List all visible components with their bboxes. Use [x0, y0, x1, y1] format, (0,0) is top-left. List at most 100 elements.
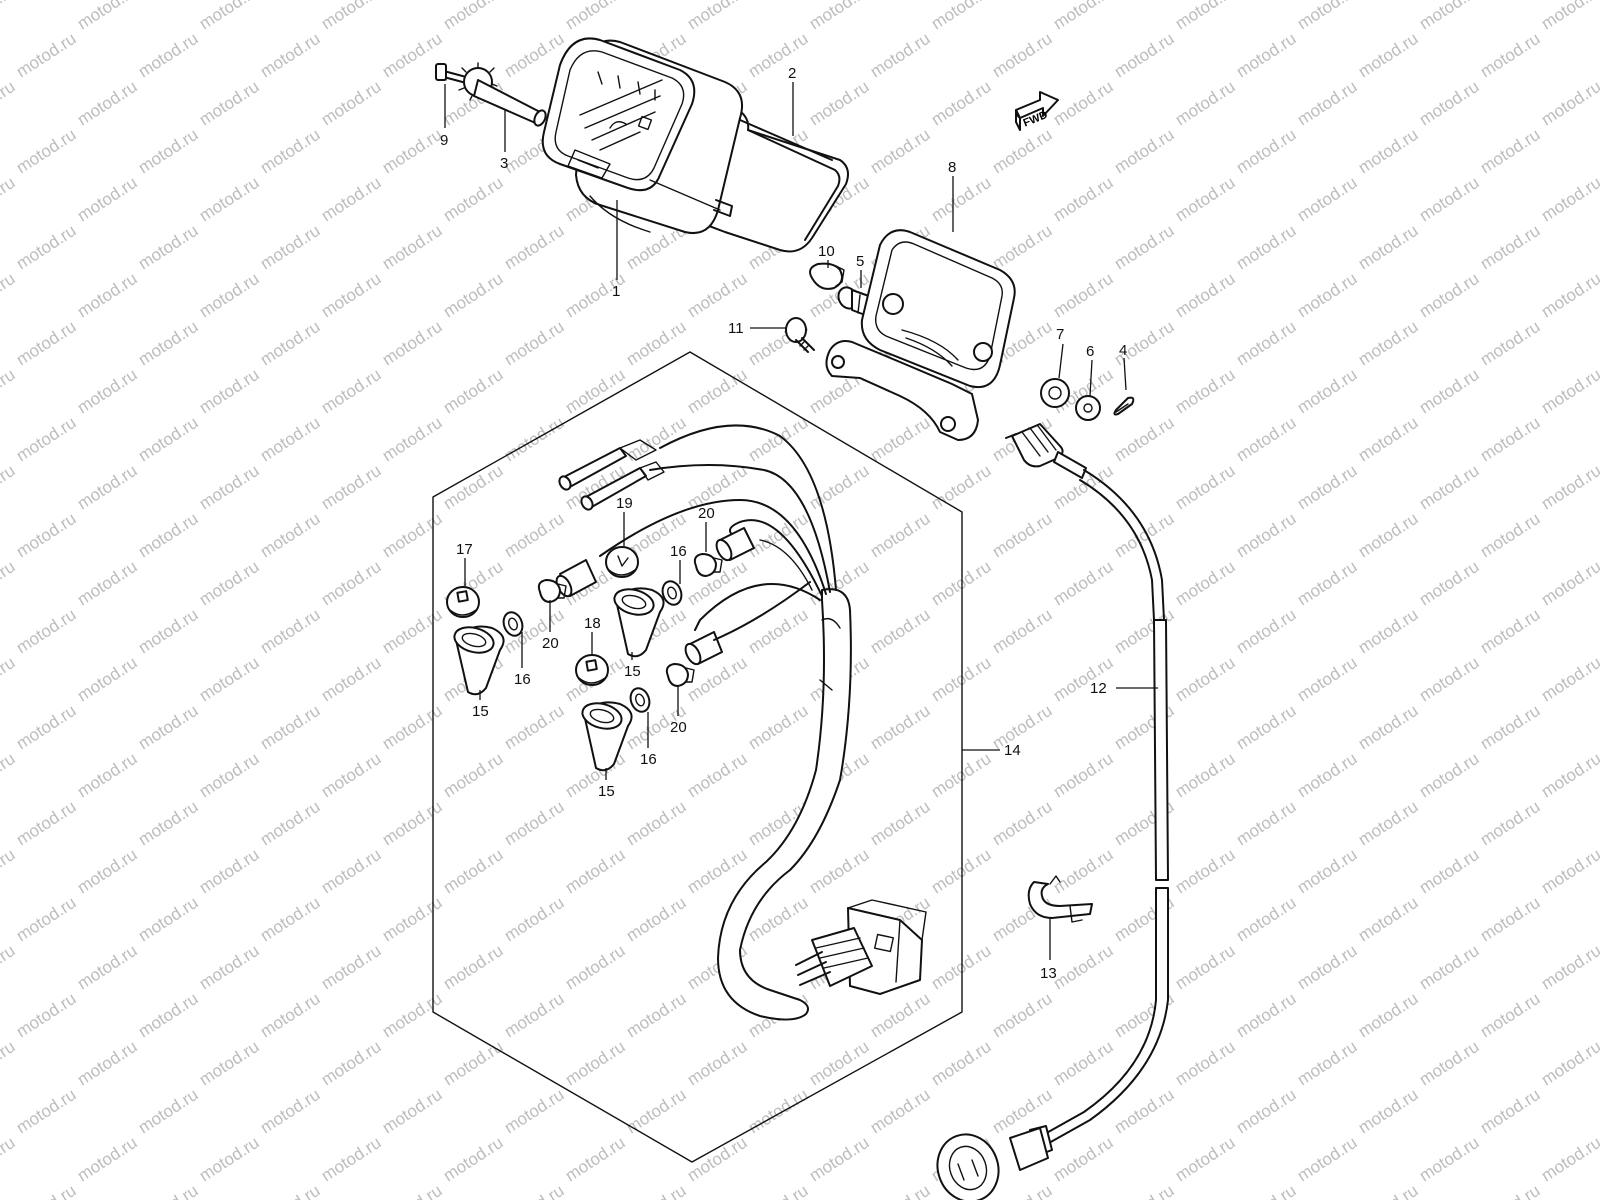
watermark-text: motod.ru [196, 941, 263, 993]
watermark-text: motod.ru [928, 173, 995, 225]
watermark-text: motod.ru [1172, 0, 1239, 33]
watermark-text: motod.ru [1538, 941, 1600, 993]
watermark-text: motod.ru [13, 893, 80, 945]
watermark-text: motod.ru [1294, 1133, 1361, 1185]
watermark-text: motod.ru [196, 461, 263, 513]
watermark-text: motod.ru [318, 557, 385, 609]
callout-4: 4 [1119, 342, 1127, 359]
cap-18 [575, 654, 609, 686]
watermark-text: motod.ru [501, 797, 568, 849]
watermark-text: motod.ru [1416, 0, 1483, 33]
watermark-text: motod.ru [1294, 941, 1361, 993]
callout-labels: 9 3 1 2 8 10 5 11 7 6 4 12 13 14 15 15 1… [440, 65, 1127, 982]
watermark-text: motod.ru [1477, 605, 1544, 657]
watermark-text: motod.ru [989, 125, 1056, 177]
bulb-20c [665, 663, 695, 687]
watermark-text: motod.ru [379, 701, 446, 753]
watermark-text: motod.ru [1172, 749, 1239, 801]
watermark-text: motod.ru [74, 461, 141, 513]
watermark-text: motod.ru [379, 1085, 446, 1137]
watermark-text: motod.ru [257, 413, 324, 465]
watermark-text: motod.ru [440, 269, 507, 321]
callout-7: 7 [1056, 326, 1064, 343]
callout-15a: 15 [472, 703, 489, 720]
watermark-text: motod.ru [806, 77, 873, 129]
watermark-text: motod.ru [379, 509, 446, 561]
watermark-text: motod.ru [135, 413, 202, 465]
watermark-text: motod.ru [928, 941, 995, 993]
watermark-text: motod.ru [745, 509, 812, 561]
watermark-text: motod.ru [318, 749, 385, 801]
watermark-text: motod.ru [928, 77, 995, 129]
watermark-text: motod.ru [13, 701, 80, 753]
speedometer-assembly [541, 37, 744, 234]
watermark-text: motod.ru [13, 1085, 80, 1137]
callout-11: 11 [728, 320, 744, 337]
watermark-text: motod.ru [1416, 77, 1483, 129]
watermark-text: motod.ru [196, 173, 263, 225]
watermark-text: motod.ru [318, 365, 385, 417]
watermark-text: motod.ru [1233, 1181, 1300, 1200]
watermark-text: motod.ru [989, 701, 1056, 753]
cap-17 [446, 586, 480, 618]
callout-12: 12 [1090, 680, 1107, 697]
watermark-text: motod.ru [379, 989, 446, 1041]
watermark-text: motod.ru [867, 797, 934, 849]
watermark-text: motod.ru [867, 1085, 934, 1137]
wiring-harness-kit-14 [432, 351, 963, 1163]
watermark-text: motod.ru [1477, 1181, 1544, 1200]
watermark-text: motod.ru [1111, 29, 1178, 81]
watermark-text: motod.ru [1111, 221, 1178, 273]
watermark-text: motod.ru [440, 173, 507, 225]
watermark-text: motod.ru [379, 1181, 446, 1200]
watermark-text: motod.ru [440, 749, 507, 801]
watermark-text: motod.ru [257, 125, 324, 177]
watermark-text: motod.ru [1416, 749, 1483, 801]
watermark-text: motod.ru [135, 221, 202, 273]
watermark-text: motod.ru [684, 1037, 751, 1089]
watermark-text: motod.ru [623, 797, 690, 849]
watermark-text: motod.ru [13, 797, 80, 849]
watermark-text: motod.ru [1172, 653, 1239, 705]
watermark-text: motod.ru [501, 509, 568, 561]
watermark-text: motod.ru [1538, 557, 1600, 609]
watermark-text: motod.ru [318, 845, 385, 897]
watermark-text: motod.ru [135, 701, 202, 753]
watermark-text: motod.ru [1233, 125, 1300, 177]
watermark-text: motod.ru [1477, 509, 1544, 561]
watermark-text: motod.ru [1538, 77, 1600, 129]
watermark-text: motod.ru [1538, 269, 1600, 321]
watermark-text: motod.ru [257, 701, 324, 753]
callout-9: 9 [440, 132, 448, 149]
watermark-text: motod.ru [196, 1133, 263, 1185]
watermark-text: motod.ru [1355, 797, 1422, 849]
watermark-text: motod.ru [379, 893, 446, 945]
watermark-text: motod.ru [13, 605, 80, 657]
watermark-text: motod.ru [1538, 173, 1600, 225]
watermark-text: motod.ru [440, 1133, 507, 1185]
bulb-holder-15a [453, 625, 505, 696]
watermark-text: motod.ru [196, 749, 263, 801]
watermark-text: motod.ru [684, 461, 751, 513]
watermark-text: motod.ru [928, 749, 995, 801]
watermark-text: motod.ru [562, 1133, 629, 1185]
watermark-text: motod.ru [928, 1037, 995, 1089]
watermark-text: motod.ru [989, 1181, 1056, 1200]
wiring-harness [555, 424, 927, 1021]
watermark-text: motod.ru [74, 269, 141, 321]
callout-14: 14 [1004, 742, 1021, 759]
watermark-text: motod.ru [562, 845, 629, 897]
watermark-text: motod.ru [1294, 653, 1361, 705]
watermark-text: motod.ru [1477, 125, 1544, 177]
watermark-text: motod.ru [1355, 893, 1422, 945]
watermark-text: motod.ru [1233, 701, 1300, 753]
watermark-text: motod.ru [440, 845, 507, 897]
callout-19: 19 [616, 495, 633, 512]
watermark-text: motod.ru [867, 413, 934, 465]
watermark-text: motod.ru [1355, 701, 1422, 753]
watermark-text: motod.ru [501, 1181, 568, 1200]
watermark-text: motod.ru [13, 1181, 80, 1200]
watermark-text: motod.ru [1111, 1181, 1178, 1200]
watermark-text: motod.ru [1233, 605, 1300, 657]
watermark-text: motod.ru [13, 317, 80, 369]
